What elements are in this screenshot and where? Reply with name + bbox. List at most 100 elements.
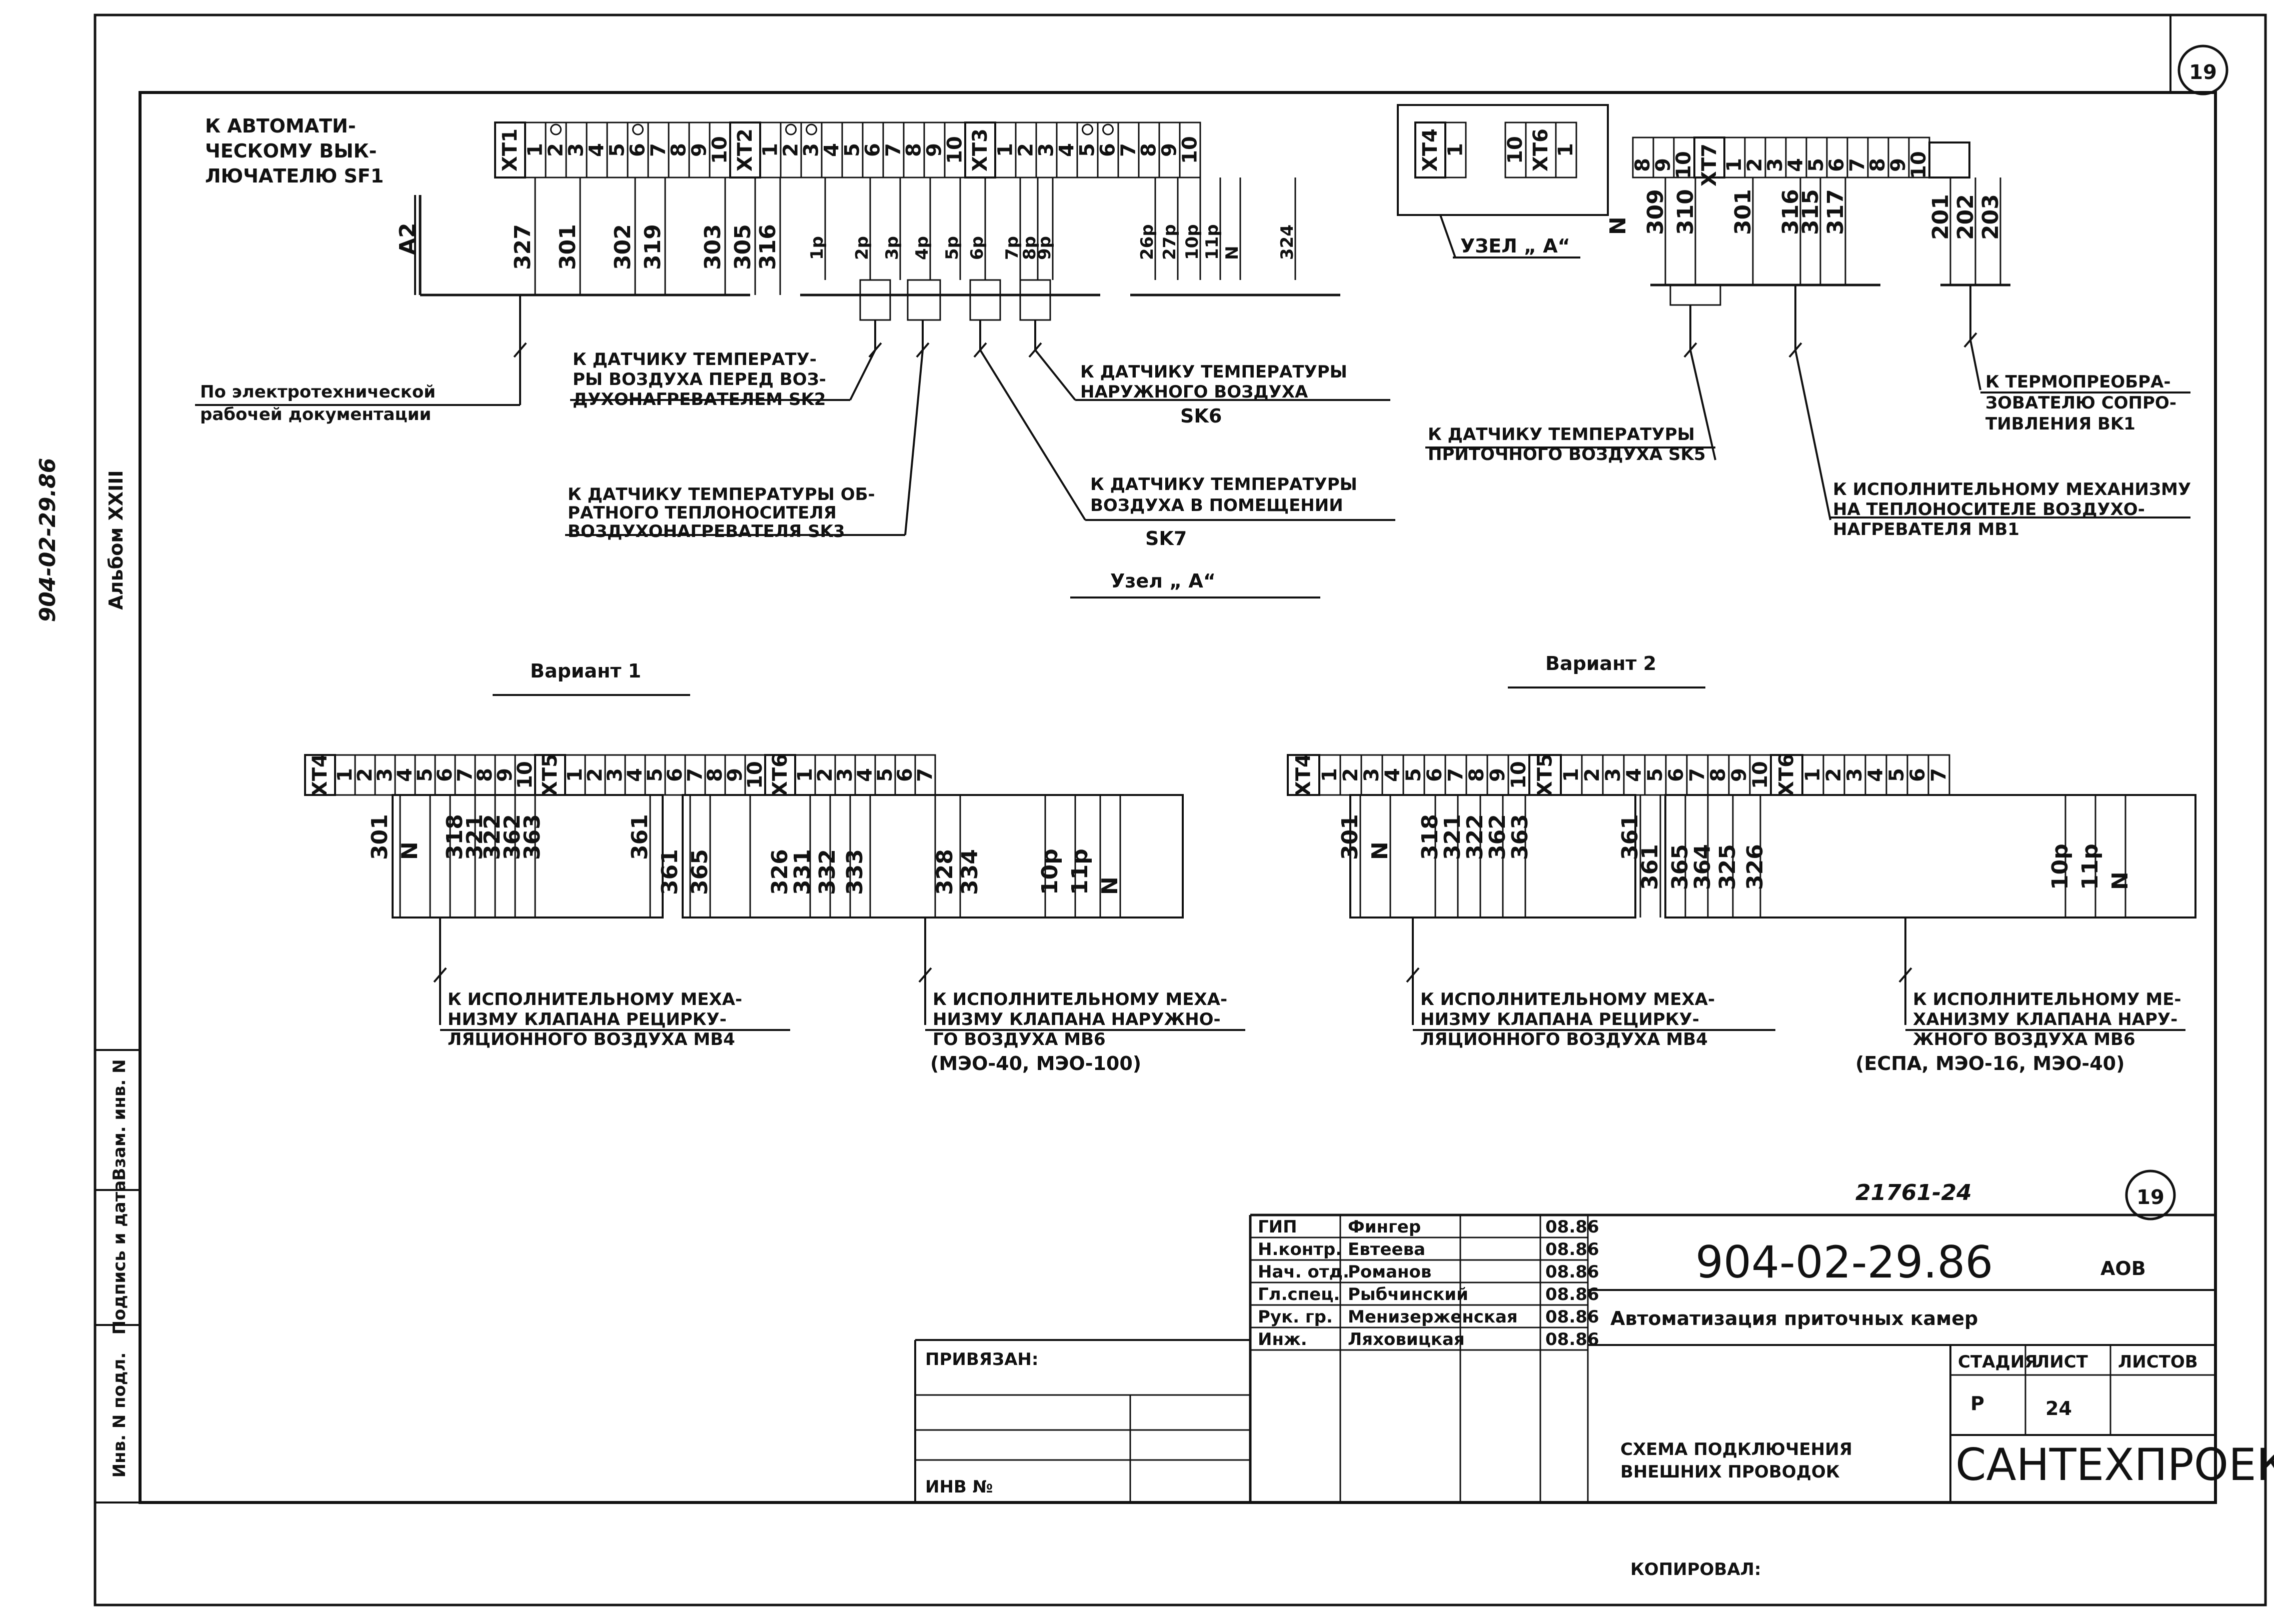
terminal-number: 4 [1623,768,1646,782]
sk6-label-line: К ДАТЧИКУ ТЕМПЕРАТУРЫ [1080,362,1347,382]
wire-number: 322 [480,814,505,860]
terminal-number: 2 [1339,768,1362,782]
wire-number: 361 [1617,814,1643,860]
wire-number: 365 [1667,844,1693,890]
wire-number: 303 [700,224,726,270]
wire-number: 317 [1823,189,1848,235]
wire-number: 11р [1067,848,1093,895]
stamp-signature-date: Подпись и дата [110,1180,130,1335]
sk7-id: SK7 [1145,528,1187,550]
terminal-block-label: XT4 [309,754,332,796]
terminal-number: 7 [454,768,477,782]
signer-role: Инж. [1258,1330,1307,1350]
variant2-title: Вариант 2 [1545,652,1656,674]
stamp-circle-number: 19 [2136,1186,2164,1209]
side-document-code: 904-02-29.86 [35,458,61,622]
terminal-number: 7 [1686,768,1709,782]
mb1-label-line: К ИСПОЛНИТЕЛЬНОМУ МЕХАНИЗМУ [1833,480,2191,500]
left-stamp-strip [94,1049,141,1504]
terminal-number: 1 [524,143,547,157]
drawing-frame [139,91,2217,1504]
signer-role: ГИП [1258,1217,1297,1237]
wire-number: 5р [942,236,962,260]
wire-number: 325 [1715,844,1740,890]
wire-number: 301 [1337,814,1363,860]
terminal-number: 10 [944,136,967,164]
wire-number: 332 [815,849,840,895]
variant2-mb4-label-line: НИЗМУ КЛАПАНА РЕЦИРКУ- [1420,1010,1699,1030]
terminal-number: 10 [1672,151,1695,179]
wire-harness-box [1664,794,2196,918]
terminal-number: 3 [834,768,857,782]
terminal-number: 8 [668,143,691,157]
stamp-code: 21761-24 [1855,1180,1972,1206]
terminal-number: 10 [514,761,537,789]
terminal-number: 1 [1560,768,1583,782]
terminal-block-label: XT3 [969,128,992,172]
variant2-mb6-label-line: ЖНОГО ВОЗДУХА MB6 [1913,1030,2135,1050]
wire-number: N [1222,246,1242,260]
wire-number: 8р [1020,236,1040,260]
sheet-title-line: СХЕМА ПОДКЛЮЧЕНИЯ [1620,1440,1852,1460]
terminal-cell [1444,122,1467,178]
node-a-title: Узел „ А“ [1110,570,1216,592]
terminal-number: 5 [414,768,437,782]
terminal-cell [1179,122,1201,178]
project-title: Автоматизация приточных камер [1610,1308,1978,1330]
signer-date: 08.86 [1545,1284,1599,1304]
wire-number: 316 [1778,189,1803,235]
terminal-number: 2 [814,768,837,782]
terminal-number: 2 [354,768,377,782]
signer-date: 08.86 [1545,1330,1599,1350]
wire-number: 365 [687,849,713,895]
electro-doc-label: По электротехнической [200,382,436,402]
terminal-number: 6 [1423,768,1446,782]
terminal-number: 8 [704,768,727,782]
stage-value: Р [1970,1392,1984,1414]
sk5-label-line: К ДАТЧИКУ ТЕМПЕРАТУРЫ [1428,424,1695,444]
wire-number: 11р [1202,224,1222,260]
terminal-number: 1 [1723,158,1746,172]
terminal-number: 7 [684,768,707,782]
wire-number: 11р [2077,844,2103,890]
terminal-number: 5 [644,768,667,782]
cable-bundle [969,279,1001,321]
signer-date: 08.86 [1545,1262,1599,1282]
signer-role: Рук. гр. [1258,1307,1333,1327]
wire-number: 203 [1978,194,2003,240]
terminal-number: 3 [1360,768,1383,782]
leader [904,350,924,536]
wire-number: 331 [790,849,815,895]
terminal-number: 9 [724,768,747,782]
wire-number: N [1367,842,1393,860]
bk1-label-line: ЗОВАТЕЛЮ СОПРО- [1985,393,2176,413]
wire-harness-box [392,794,664,918]
terminal-number: 1 [794,768,817,782]
terminal-number: 3 [1843,768,1866,782]
wire-number: 10р [2047,844,2073,890]
terminal-number: 6 [894,768,917,782]
signer-name: Евтеева [1348,1240,1425,1260]
wire-number: 362 [500,814,525,860]
sk2-label-line: К ДАТЧИКУ ТЕМПЕРАТУ- [573,350,817,370]
terminal-number: 9 [494,768,517,782]
sk6-label-line: НАРУЖНОГО ВОЗДУХА [1080,382,1308,402]
terminal-number: 5 [1805,158,1828,172]
wire-number: 309 [1643,189,1668,235]
leader [849,350,876,400]
terminal-number: 6 [862,143,885,157]
terminal-jumper [632,124,644,136]
terminal-number: 9 [1728,768,1751,782]
terminal-number: 3 [800,143,823,157]
terminal-number: 2 [545,143,568,157]
cable-bundle [1669,284,1721,306]
bk1-label-line: ТИВЛЕНИЯ BK1 [1985,414,2135,434]
terminal-number: 8 [1866,158,1889,172]
sk3-label-line: К ДАТЧИКУ ТЕМПЕРАТУРЫ ОБ- [568,484,875,504]
wire-number: 301 [367,814,393,860]
wire-harness-box [1349,794,1636,918]
wire-number: 362 [1485,814,1510,860]
terminal-block-label: XT6 [1775,754,1798,796]
terminal-number: 1 [1554,143,1577,157]
